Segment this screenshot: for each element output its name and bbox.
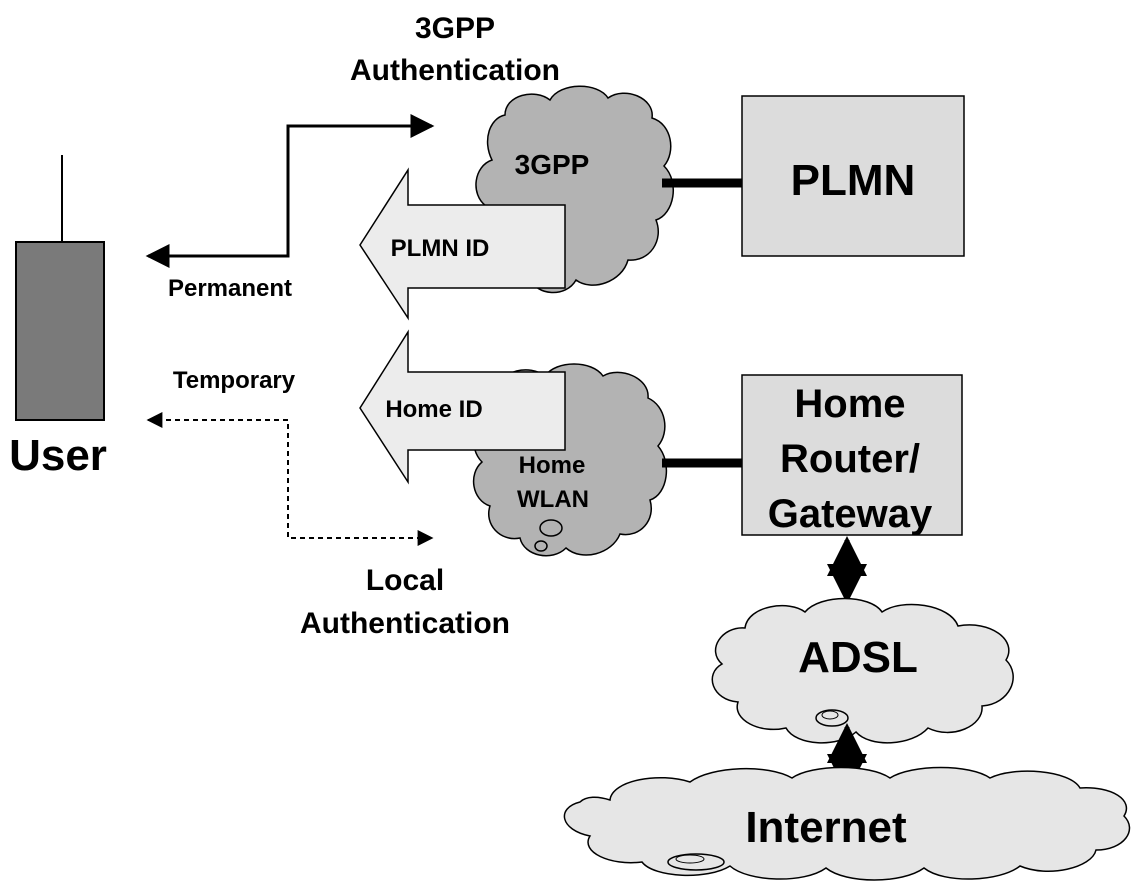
home-id-arrow [359, 329, 566, 485]
home-router-box [741, 374, 963, 536]
local-auth-line2: Authentication [300, 607, 510, 640]
cloud-3gpp-label: 3GPP [515, 149, 590, 180]
cloud-internet [563, 766, 1131, 881]
plmn-box [741, 95, 965, 257]
adsl-label: ADSL [798, 633, 918, 682]
temporary-auth-path [146, 412, 434, 546]
auth-3gpp-line2: Authentication [350, 54, 560, 87]
home-router-line1: Home [794, 382, 905, 426]
home-wlan-line1: Home [519, 452, 586, 479]
home-id-label: Home ID [385, 396, 482, 423]
home-router-line3: Gateway [768, 492, 933, 536]
local-auth-line1: Local [366, 564, 444, 597]
home-router-line2: Router/ [780, 437, 920, 481]
permanent-auth-path [145, 114, 435, 268]
handset [15, 241, 105, 421]
user-label: User [9, 431, 107, 480]
cloud-adsl [711, 597, 1014, 744]
plmn-label: PLMN [791, 156, 916, 205]
plmn-id-arrow [359, 167, 566, 321]
plmn-id-label: PLMN ID [391, 235, 490, 262]
home-wlan-line2: WLAN [517, 486, 589, 513]
temporary-label: Temporary [173, 367, 296, 394]
user-device [15, 155, 105, 421]
auth-3gpp-line1: 3GPP [415, 12, 495, 45]
permanent-label: Permanent [168, 275, 292, 302]
internet-label: Internet [745, 803, 907, 852]
